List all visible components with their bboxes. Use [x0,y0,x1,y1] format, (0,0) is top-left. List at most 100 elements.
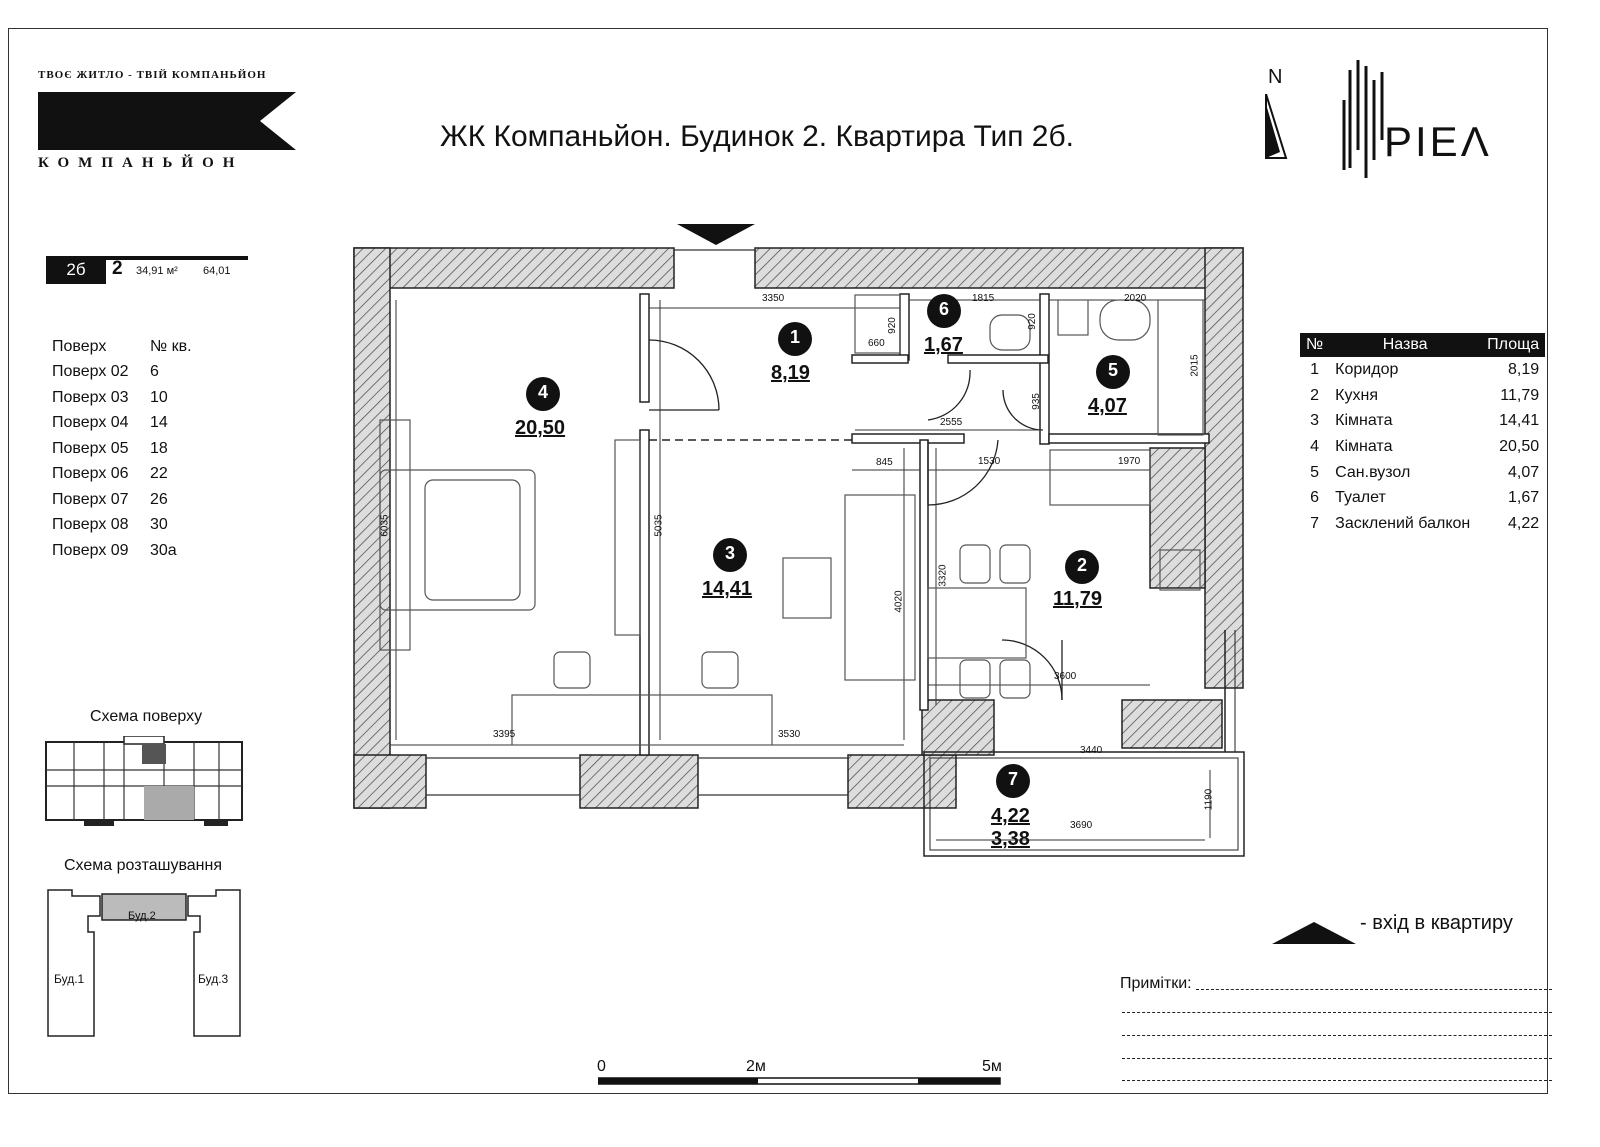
bud1-label: Буд.1 [54,972,85,986]
dim-4020: 4020 [893,590,905,613]
entrance-legend-text: - вхід в квартиру [1360,912,1513,934]
balcony-area-secondary: 3,38 [991,828,1030,850]
dim-2555: 2555 [940,417,963,428]
floor-cell: Поверх 03 [52,388,129,406]
developer-logo-icon [1342,60,1384,178]
apt-cell: 6 [150,363,159,381]
living-area: 34,91 м² [136,265,178,277]
notes-line [1122,1012,1552,1013]
dim-6035: 6035 [379,514,391,537]
scale-mid: 2м [746,1058,766,1075]
dim-3690: 3690 [1070,820,1093,831]
bud2-label: Буд.2 [128,910,156,922]
floors-header-floor: Поверх [52,337,107,355]
notes-label: Примітки: [1120,975,1192,992]
dim-1970: 1970 [1118,456,1141,467]
total-area: 64,01 [203,265,231,277]
apt-cell: 10 [150,388,168,406]
scale-bar [598,1077,1001,1085]
rooms-header-num: № [1300,333,1330,357]
room-area-5: 4,07 [1088,395,1127,417]
company-logo [38,92,296,150]
rooms-count: 2 [112,258,123,279]
table-row: 6 Туалет 1,67 [1300,485,1545,511]
room-area-7: 4,22 [991,805,1030,827]
dim-1530: 1530 [978,456,1001,467]
developer-name: PIEΛ [1384,118,1492,165]
room-name-cell: Кімната [1335,437,1393,455]
dim-3600: 3600 [1054,671,1077,682]
room-name-cell: Туалет [1335,489,1386,507]
table-row: Поверх 08 30 [52,513,192,539]
north-arrow-icon [1265,94,1288,159]
rooms-table-header: № Назва Площа [1300,333,1546,357]
room-num-cell: 4 [1310,437,1320,455]
table-row: Поверх 02 6 [52,360,192,386]
apt-cell: 26 [150,490,168,508]
floor-cell: Поверх 09 [52,541,129,559]
bud3-label: Буд.3 [198,972,229,986]
floors-header-apt: № кв. [150,337,192,355]
type-bar [106,256,248,260]
entrance-marker-icon [677,224,755,245]
dim-3350: 3350 [762,293,785,304]
room-markers [526,294,1130,798]
dim-2020: 2020 [1124,293,1147,304]
room-num-2: 2 [1076,555,1087,575]
page-title: ЖК Компаньйон. Будинок 2. Квартира Тип 2… [440,120,1074,153]
dim-3320: 3320 [937,564,949,587]
scale-zero: 0 [597,1058,606,1075]
apt-cell: 22 [150,465,168,483]
room-num-cell: 3 [1310,412,1320,430]
floor-scheme-title: Схема поверху [90,708,203,725]
room-area-cell: 20,50 [1499,437,1540,455]
dim-920-b: 920 [1026,313,1038,330]
floor-cell: Поверх 02 [52,363,129,381]
floor-cell: Поверх 05 [52,439,129,457]
brand-name: КОМПАНЬЙОН [38,155,244,171]
notes-line [1122,1080,1552,1081]
floor-cell: Поверх 07 [52,490,129,508]
apartment-type: 2б [46,256,106,284]
room-num-7: 7 [1007,769,1018,789]
room-num-6: 6 [938,299,949,319]
apt-cell: 30 [150,516,168,534]
apt-cell: 14 [150,414,168,432]
room-area-cell: 1,67 [1508,489,1540,507]
dim-660: 660 [868,338,885,349]
rooms-header-area: Площа [1481,333,1546,357]
dim-2015: 2015 [1189,354,1201,377]
room-area-cell: 11,79 [1500,386,1540,404]
room-area-cell: 4,07 [1508,463,1540,481]
room-name-cell: Коридор [1335,360,1399,378]
location-scheme [47,889,241,1037]
room-area-cell: 4,22 [1508,514,1540,532]
dim-935: 935 [1030,393,1042,410]
notes-line [1122,1035,1552,1036]
room-num-cell: 1 [1310,360,1320,378]
dim-3395: 3395 [493,729,516,740]
floor-cell: Поверх 08 [52,516,129,534]
room-num-cell: 5 [1310,463,1320,481]
floor-cell: Поверх 04 [52,414,129,432]
room-area-6: 1,67 [924,334,963,356]
table-row: 4 Кімната 20,50 [1300,434,1545,460]
dim-3530: 3530 [778,729,801,740]
room-num-cell: 6 [1310,489,1320,507]
dim-920-a: 920 [886,317,898,334]
table-row: Поверх 07 26 [52,487,192,513]
floor-plan [353,224,1245,857]
slogan: ТВОЄ ЖИТЛО - ТВІЙ КОМПАНЬЙОН [38,69,267,81]
floors-table-header: Поверх № кв. [52,334,192,360]
scale-end: 5м [982,1058,1002,1075]
dim-845: 845 [876,457,893,468]
dim-1190: 1190 [1203,788,1215,811]
room-area-1: 8,19 [771,362,810,384]
